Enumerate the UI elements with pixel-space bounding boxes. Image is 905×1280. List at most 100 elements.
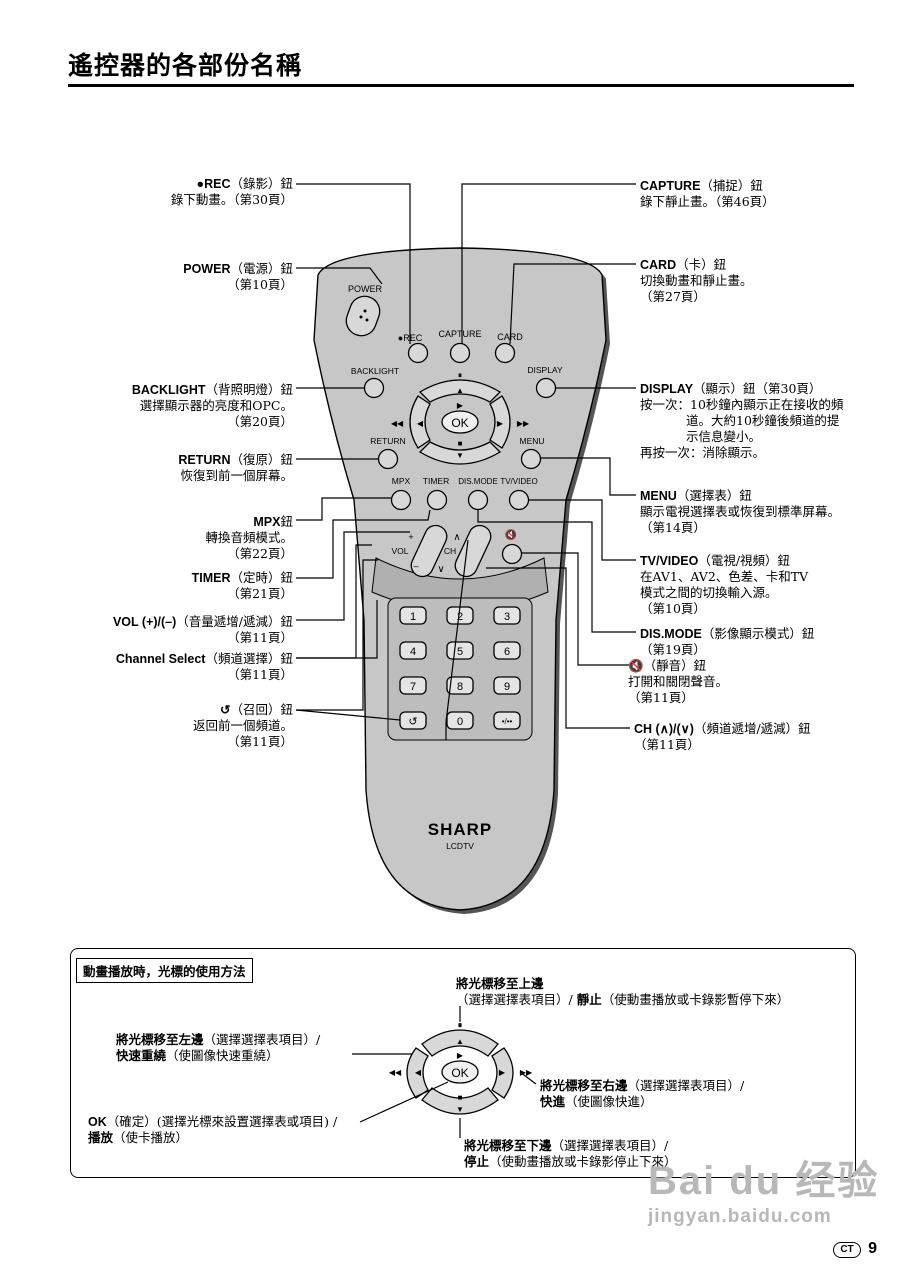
flashback-icon: ↺ [220,703,231,717]
cursor-box-title: 動畫播放時，光標的使用方法 [76,958,253,983]
power-callout: POWER（電源）鈕 （第10頁） [183,261,293,292]
svg-text:⏸: ⏸ [458,1020,463,1030]
baidu-watermark: Bai du 经验 jingyan.baidu.com [648,1159,880,1227]
dismode-button[interactable] [467,489,489,511]
num-key[interactable] [446,676,474,695]
num-key[interactable] [446,711,474,730]
display-button[interactable] [535,377,557,399]
tvvideo-label: TV/VIDEO [500,477,537,486]
capture-callout: CAPTURE（捕捉）鈕 錄下靜止畫。（第46頁） [640,178,775,209]
num-key[interactable] [493,606,521,625]
svg-text:▼: ▼ [456,451,464,460]
num-key-label: 7 [410,681,416,693]
menu-label: MENU [519,436,544,446]
num-key-label: 5 [457,646,463,658]
backlight-button[interactable] [363,377,385,399]
dash-key[interactable] [493,711,521,730]
mpx-button[interactable] [390,489,412,511]
svg-text:▼: ▼ [456,1105,464,1114]
dpad-up-button[interactable]: ⏸ ▲ [418,371,502,403]
num-key[interactable] [446,641,474,660]
num-key-label: 1 [410,611,416,623]
svg-text:OK: OK [451,416,468,430]
dpad-down-button[interactable]: ■ ▼ [418,439,502,465]
brand-logo: SHARP [428,820,493,839]
svg-text:OK: OK [451,1066,468,1080]
model-label: LCDTV [446,841,474,851]
mute-callout: 🔇（靜音）鈕 打開和關閉聲音。 （第11頁） [628,658,729,705]
num-key-label: 8 [457,681,463,693]
vol-label: VOL [391,546,408,556]
page-title: 遙控器的各部份名稱 [68,51,303,80]
capture-label: CAPTURE [438,329,481,339]
menu-callout: MENU（選擇表）鈕 顯示電視選擇表或恢復到標準屏幕。 （第14頁） [640,488,841,535]
backlight-callout: BACKLIGHT（背照明燈）鈕 選擇顯示器的亮度和OPC。 （第20頁） [131,382,293,429]
cursor-down-button [421,1087,499,1115]
power-button[interactable] [342,292,384,340]
ok-button[interactable]: ▶ OK [441,401,479,434]
ch-callout: CH (∧)/(∨)（頻道遞增/遞減）鈕 （第11頁） [634,721,811,752]
timer-label: TIMER [423,476,449,486]
num-key[interactable] [399,676,427,695]
return-button[interactable] [377,448,399,470]
svg-text:◀◀: ◀◀ [389,1068,402,1077]
num-key[interactable] [399,606,427,625]
svg-text:▶▶: ▶▶ [517,419,530,428]
flashback-key[interactable] [399,711,427,730]
svg-text:▶▶: ▶▶ [520,1068,533,1077]
svg-text:⏸: ⏸ [458,371,462,380]
svg-text:◀: ◀ [415,1068,422,1077]
ch-rocker[interactable] [452,522,495,580]
cursor-leader-lines [352,1006,537,1138]
capture-button[interactable] [449,342,471,364]
vol-rocker[interactable] [408,522,451,580]
cursor-left-callout: 將光標移至左邊（選擇選擇表項目）/ 快速重繞（使圖像快速重繞） [116,1032,321,1063]
cursor-up-callout: 將光標移至上邊 （選擇選擇表項目）/ 靜止（使動畫播放或卡錄影暫停下來） [456,977,790,1007]
flashback-icon: ↺ [408,716,417,728]
vol-plus-label: + [408,532,413,542]
rec-callout: ●REC（錄影）鈕 錄下動畫。（第30頁） [170,176,293,207]
cursor-right-button [491,1047,514,1099]
num-key-label: 3 [504,611,510,623]
num-key-label: 0 [457,716,463,728]
ch-down-icon: ∨ [437,564,444,575]
svg-text:◀: ◀ [417,419,424,428]
flashback-callout: ↺（召回）鈕 返回前一個頻道。 （第11頁） [192,702,293,749]
rec-button[interactable] [407,342,429,364]
num-key[interactable] [399,641,427,660]
dpad-right-button[interactable]: ▶▶ ▶ [489,395,530,449]
return-label: RETURN [370,436,405,446]
card-button[interactable] [494,342,516,364]
vol-minus-label: – [413,561,418,571]
num-key[interactable] [493,641,521,660]
num-key[interactable] [493,676,521,695]
mute-button[interactable] [501,543,523,565]
mpx-label: MPX [392,476,411,486]
card-callout: CARD（卡）鈕 切換動畫和靜止畫。 （第27頁） [640,257,753,304]
mpx-callout: MPX鈕 轉換音頻模式。 （第22頁） [205,514,293,561]
region-badge: CT [833,1242,861,1258]
cursor-ok-callout: OK（確定）(選擇光標來設置選擇表或項目) / 播放（使卡播放） [88,1114,338,1145]
menu-button[interactable] [520,448,542,470]
svg-text:▲: ▲ [456,1037,464,1046]
ch-up-icon: ∧ [453,532,460,543]
svg-text:■: ■ [458,439,463,448]
channel-select-callout: Channel Select（頻道選擇）鈕 （第11頁） [115,651,293,682]
display-callout: DISPLAY（顯示）鈕（第30頁） 按一次：10秒鐘內顯示正在接收的頻 道。大… [640,381,844,460]
mute-icon: 🔇 [505,528,517,541]
svg-text:▶: ▶ [497,419,504,428]
svg-text:▲: ▲ [456,386,464,395]
cursor-dpad: ⏸ ▲ ■ ▼ ◀◀ ◀ ▶▶ ▶ ▶ OK [389,1020,533,1115]
cursor-left-button [406,1047,429,1099]
timer-button[interactable] [426,489,448,511]
dash-key-label: •/•• [502,717,513,726]
cursor-up-button [421,1029,499,1057]
tvvideo-callout: TV/VIDEO（電視/視頻）鈕 在AV1、AV2、色差、卡和TV 模式之間的切… [640,553,809,616]
dismode-callout: DIS.MODE（影像顯示模式）鈕 （第19頁） [640,626,815,657]
dpad-left-button[interactable]: ◀◀ ◀ [391,395,431,449]
svg-text:▶: ▶ [499,1068,506,1077]
timer-callout: TIMER（定時）鈕 （第21頁） [191,570,293,601]
tvvideo-button[interactable] [508,489,530,511]
cursor-right-callout: 將光標移至右邊（選擇選擇表項目）/ 快進（使圖像快進） [540,1078,745,1109]
